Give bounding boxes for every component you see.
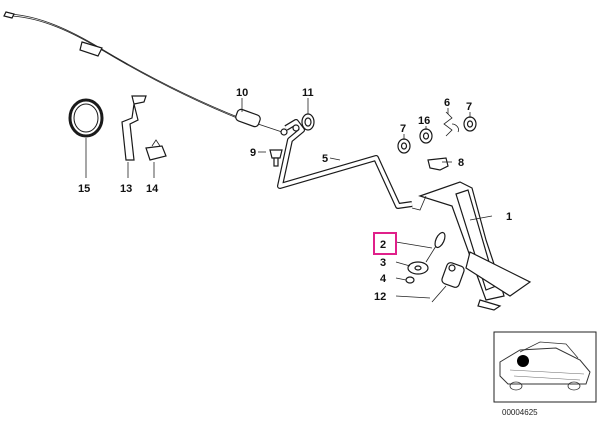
callout-2[interactable]: 2: [380, 239, 386, 251]
car-silhouette-icon: [499, 341, 591, 391]
callout-3[interactable]: 3: [380, 257, 386, 269]
callout-11[interactable]: 11: [302, 87, 314, 99]
part-15-ring-clamp[interactable]: [68, 98, 104, 138]
leader-lines: [85, 98, 493, 299]
callout-1[interactable]: 1: [506, 211, 512, 223]
callout-2-highlight-box: [373, 232, 397, 255]
part-4-nut[interactable]: [405, 276, 415, 284]
callout-labels: 1 2 3 4 5 6 7 7 8 9 10 11 12 13 14 15 16: [78, 87, 512, 303]
callout-12[interactable]: 12: [374, 291, 386, 303]
diagram-code: 00004625: [502, 408, 538, 417]
callout-16[interactable]: 16: [418, 115, 430, 127]
part-12-kickdown-switch[interactable]: [431, 262, 465, 303]
part-7-bushing-right[interactable]: [463, 116, 477, 132]
part-11-bushing[interactable]: [301, 113, 315, 131]
part-7-bushing-left[interactable]: [397, 138, 411, 154]
callout-14[interactable]: 14: [146, 183, 159, 195]
callout-13[interactable]: 13: [120, 183, 132, 195]
callout-8[interactable]: 8: [458, 157, 464, 169]
part-2-stop-bolt[interactable]: [425, 231, 447, 263]
part-5-linkage-rod[interactable]: [277, 119, 413, 209]
part-14-clip[interactable]: [145, 139, 167, 161]
part-3-disc[interactable]: [407, 261, 429, 275]
part-10-cable-end[interactable]: [235, 108, 288, 136]
accelerator-cable: [3, 11, 243, 121]
callout-7-right[interactable]: 7: [466, 101, 472, 113]
part-6-spring[interactable]: [443, 111, 459, 137]
callout-6[interactable]: 6: [444, 97, 450, 109]
part-1-accelerator-pedal[interactable]: [411, 181, 532, 311]
callout-4[interactable]: 4: [380, 273, 387, 285]
callout-15[interactable]: 15: [78, 183, 90, 195]
part-8-clip[interactable]: [427, 157, 449, 171]
part-13-bracket[interactable]: [121, 95, 147, 161]
part-16-washer[interactable]: [419, 128, 433, 144]
callout-9[interactable]: 9: [250, 147, 256, 159]
callout-5[interactable]: 5: [322, 153, 328, 165]
callout-7-left[interactable]: 7: [400, 123, 406, 135]
part-9-clip[interactable]: [269, 149, 283, 167]
thumbnail-panel: 00004625: [493, 331, 597, 417]
callout-10[interactable]: 10: [236, 87, 248, 99]
location-marker: [517, 355, 529, 367]
